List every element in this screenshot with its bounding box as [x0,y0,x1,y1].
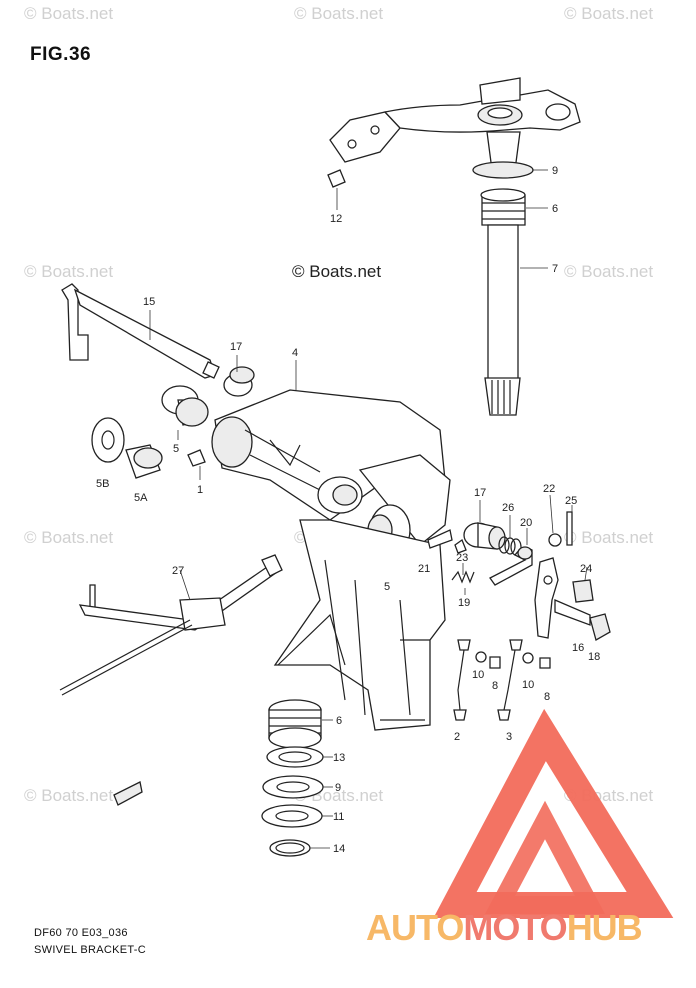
callout-22: 22 [543,483,555,495]
callout-9-lower: 9 [335,782,341,794]
tilt-lock-rod-part-27 [59,554,283,696]
circlip-part-14 [269,839,311,857]
bolt-part-21 [427,529,467,554]
callout-7: 7 [552,263,558,275]
callout-1: 1 [197,484,203,496]
callout-27: 27 [172,565,184,577]
steering-shaft-part [472,131,534,416]
callout-2: 2 [454,731,460,743]
bolt-part-8-left [489,656,501,669]
brand-part-3: HUB [566,907,643,948]
watermark: © Boats.net [564,4,654,23]
washer-part-10-right [522,652,534,664]
callout-4: 4 [292,347,298,359]
steering-bracket-part [329,77,581,163]
callout-14: 14 [333,843,345,855]
lock-part-20 [489,546,533,586]
watermark: © Boats.net [564,528,654,547]
brand-part-2: MOTO [463,907,567,948]
cap-part-24 [572,579,594,603]
figure-title: FIG.36 [30,44,92,65]
washer-part-5B [91,417,125,463]
washer-part-13 [266,746,324,768]
callout-3: 3 [506,731,512,743]
callout-19: 19 [458,597,470,609]
callout-16: 16 [572,642,584,654]
washer-part-9-lower [262,775,324,799]
watermark: © Boats.net [24,4,114,23]
callout-26: 26 [502,502,514,514]
grease-nipple-part-1 [187,449,206,467]
spring-part-23 [451,570,475,584]
bolt-part-12 [327,169,346,188]
callout-9-upper: 9 [552,165,558,177]
tilt-rod-part-15 [61,283,220,379]
brand-part-1: AUTO [366,907,464,948]
callout-5-upper: 5 [173,443,179,455]
bushing-part-5A [125,444,163,479]
watermark-center: © Boats.net [292,262,382,281]
figure-code: DF60 70 E03_036 [34,927,128,939]
fwd-arrow-icon [113,781,143,806]
callout-18: 18 [588,651,600,663]
callout-12: 12 [330,213,342,225]
lever-part-16 [534,557,591,639]
callout-5B: 5B [96,478,109,490]
leader-lines [149,169,588,849]
swivel-bracket-part-4 [211,389,451,731]
bushing-part-6-lower [268,699,322,749]
ground-wire-part-2 [453,639,471,721]
washer-part-22 [548,533,562,547]
callout-8-right: 8 [544,691,550,703]
callout-6-upper: 6 [552,203,558,215]
callout-11: 11 [333,811,344,823]
pin-part-25 [566,511,573,546]
bolt-part-8-right [539,657,551,669]
callout-5A: 5A [134,492,148,504]
ground-wire-part-3 [497,639,523,721]
watermark: © Boats.net [24,528,114,547]
brand-wordmark: AUTOMOTOHUB [366,907,643,949]
watermark: © Boats.net [24,262,114,281]
watermark: © Boats.net [24,786,114,805]
callout-5-lower: 5 [384,581,390,593]
callout-15: 15 [143,296,155,308]
callout-20: 20 [520,517,532,529]
callout-10-left: 10 [472,669,484,681]
watermark: © Boats.net [564,262,654,281]
bushing-part-17-lower [463,522,506,550]
knob-part-18 [589,613,611,641]
callout-6-lower: 6 [336,715,342,727]
callout-17-upper: 17 [230,341,242,353]
bushing-part-5-upper [161,385,209,427]
callout-23: 23 [456,552,468,564]
callout-labels: 9 6 7 12 15 17 4 5 5B 5A 1 17 26 22 25 2… [96,165,600,855]
washer-part-11 [261,804,323,828]
callout-13: 13 [333,752,345,764]
callout-8-left: 8 [492,680,498,692]
figure-name: SWIVEL BRACKET-C [34,944,146,956]
callout-24: 24 [580,563,592,575]
washer-part-10-left [475,651,487,663]
callout-21: 21 [418,563,430,575]
bushing-part-17-upper [223,366,255,397]
callout-17-lower: 17 [474,487,486,499]
callout-10-right: 10 [522,679,534,691]
watermark: © Boats.net [294,4,384,23]
callout-25: 25 [565,495,577,507]
brand-logo-icon [433,708,674,918]
